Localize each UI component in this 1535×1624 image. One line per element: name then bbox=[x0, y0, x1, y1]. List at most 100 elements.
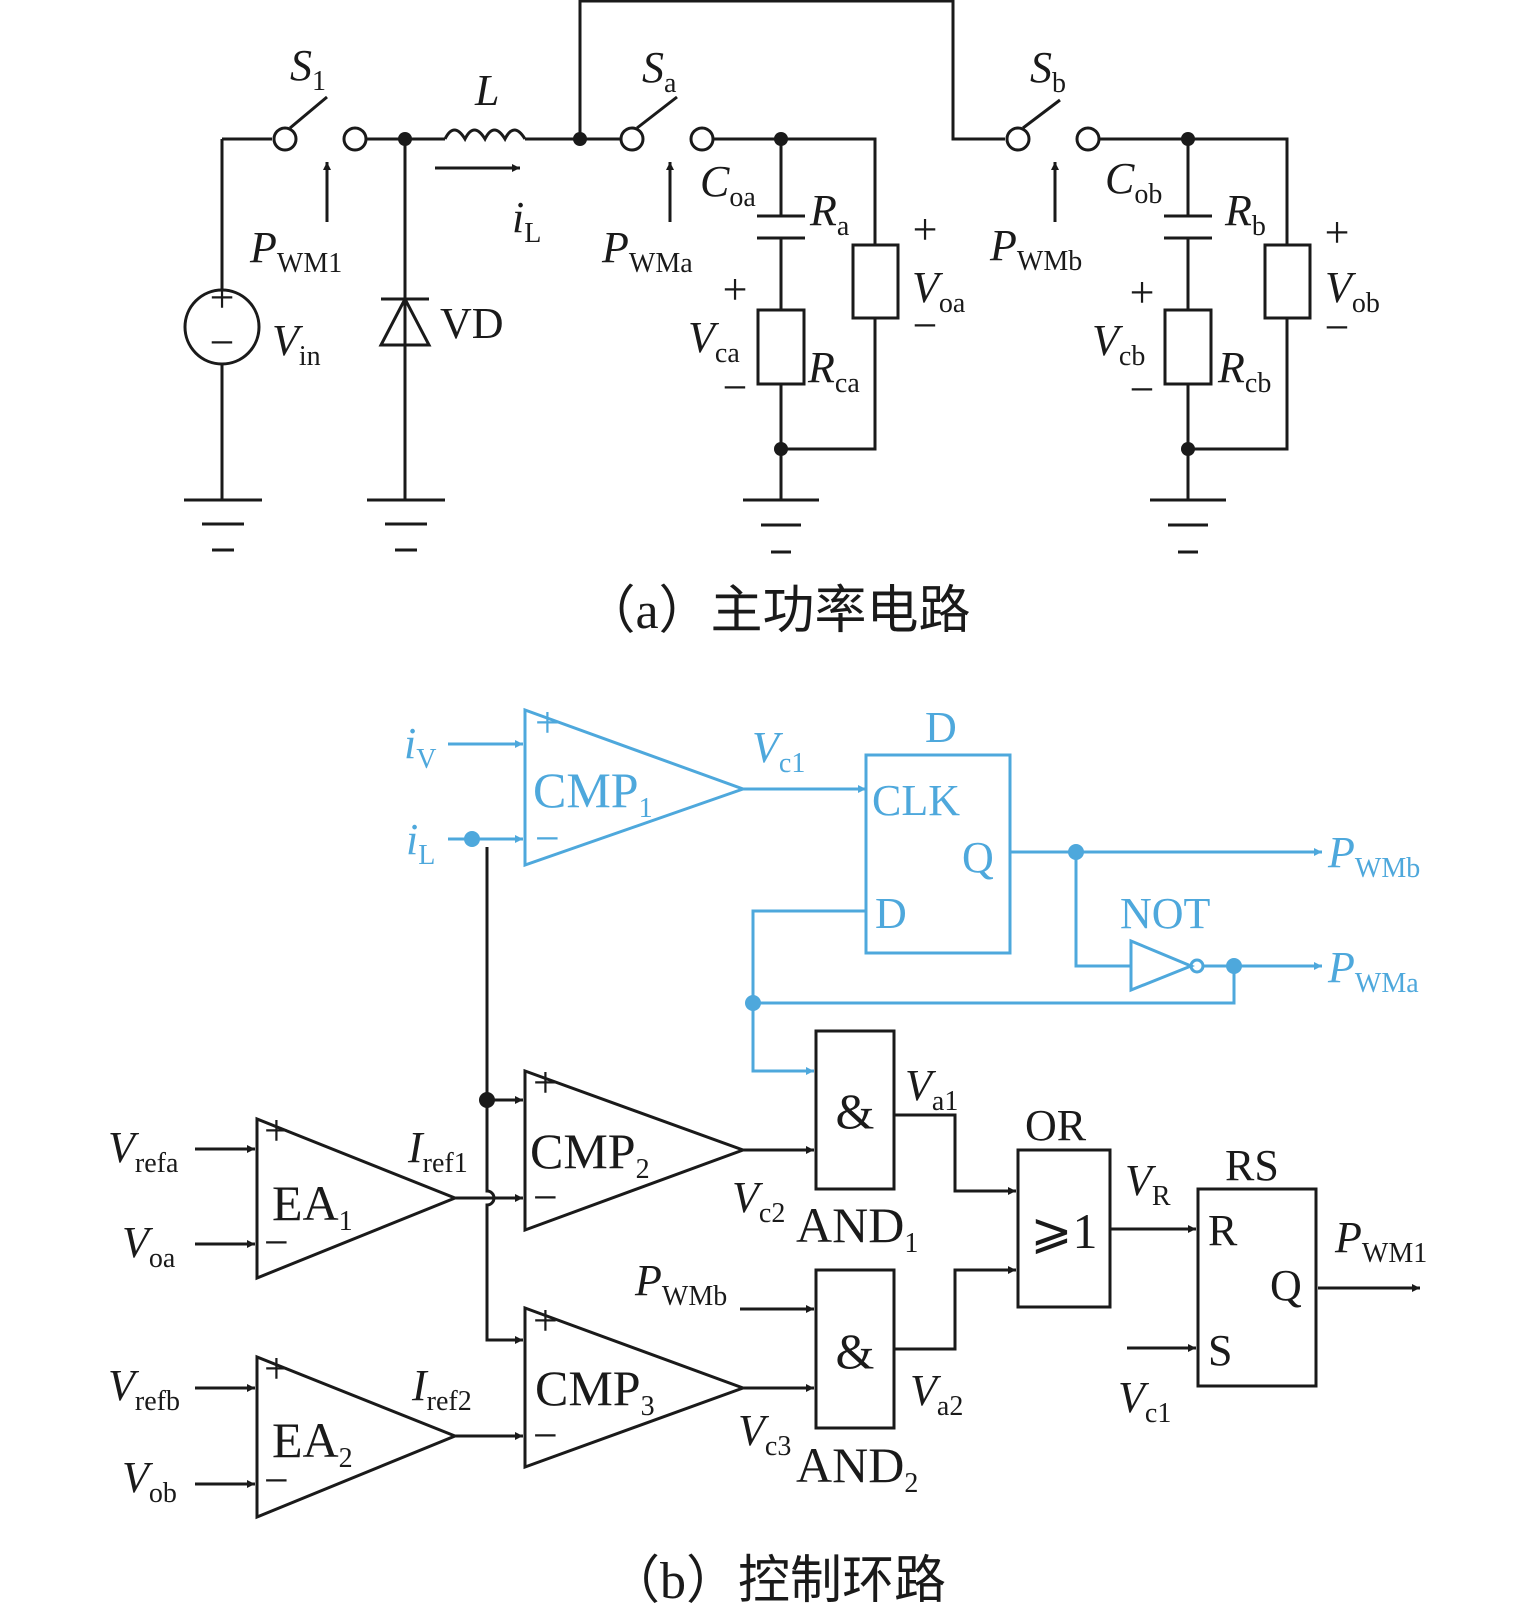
vcb-minus: − bbox=[1130, 365, 1155, 414]
label-il: iL bbox=[512, 193, 541, 249]
switch-sb-terminal bbox=[1005, 126, 1031, 152]
label-cmp1: CMP1 bbox=[533, 762, 653, 824]
label-vd: VD bbox=[440, 299, 504, 348]
rs-r-pin: R bbox=[1208, 1206, 1238, 1255]
wire bbox=[1164, 139, 1212, 500]
control-loop: + − CMP1 iV iL Vc1 D CLK Q D NOT PWMb PW… bbox=[108, 698, 1427, 1520]
comparator-cmp1 bbox=[523, 707, 748, 868]
rs-flip-flop bbox=[1196, 1187, 1318, 1388]
switch-sa-terminal bbox=[689, 126, 715, 152]
voa-plus: + bbox=[913, 205, 938, 254]
vcb-plus: + bbox=[1130, 268, 1155, 317]
power-circuit: + − Vin S1 PWM1 VD L iL bbox=[183, 0, 1380, 554]
label-ea2: EA2 bbox=[272, 1412, 353, 1474]
switch-sb-blade bbox=[1022, 98, 1061, 130]
resistor-rcb-icon bbox=[1163, 308, 1213, 386]
label-vc3: Vc3 bbox=[738, 1406, 791, 1462]
label-coa: Coa bbox=[700, 157, 756, 213]
label-voa: Voa bbox=[912, 263, 966, 319]
resistor-rca-icon bbox=[756, 308, 806, 386]
voltage-source-icon bbox=[183, 288, 261, 366]
label-rcb: Rcb bbox=[1217, 343, 1271, 399]
wire bbox=[713, 137, 877, 451]
ground-icon bbox=[184, 498, 262, 552]
label-vrefa: Vrefa bbox=[108, 1123, 179, 1179]
switch-sb-terminal bbox=[1075, 126, 1101, 152]
label-vob: Vob bbox=[1325, 263, 1380, 319]
and2-symbol: & bbox=[836, 1323, 875, 1379]
ea2-minus: − bbox=[264, 1456, 289, 1505]
label-pwma: PWMa bbox=[601, 223, 693, 279]
label-vob-input: Vob bbox=[122, 1453, 177, 1509]
switch-sa-terminal bbox=[619, 126, 645, 152]
vob-minus: − bbox=[1325, 303, 1350, 352]
label-rs: RS bbox=[1225, 1141, 1279, 1190]
dff-title: D bbox=[925, 703, 957, 752]
label-il-input: iL bbox=[406, 815, 435, 871]
label-and2: AND2 bbox=[796, 1437, 918, 1499]
cmp2-plus: + bbox=[533, 1058, 558, 1107]
dff-d-pin: D bbox=[875, 889, 907, 938]
ea2-plus: + bbox=[264, 1344, 289, 1393]
label-cmp3: CMP3 bbox=[535, 1360, 655, 1422]
label-pwm1-output: PWM1 bbox=[1334, 1213, 1427, 1269]
label-ea1: EA1 bbox=[272, 1175, 353, 1237]
label-not: NOT bbox=[1120, 889, 1211, 938]
label-vcb: Vcb bbox=[1092, 316, 1145, 372]
label-ra: Ra bbox=[809, 186, 850, 242]
label-vrefb: Vrefb bbox=[108, 1361, 180, 1417]
and-gate-and1 bbox=[814, 1029, 896, 1191]
source-minus: − bbox=[210, 318, 235, 367]
label-vc1: Vc1 bbox=[752, 723, 805, 779]
ground-icon bbox=[743, 498, 819, 554]
label-pwma-output: PWMa bbox=[1327, 943, 1419, 999]
label-pwmb: PWMb bbox=[989, 221, 1082, 277]
label-vr: VR bbox=[1125, 1156, 1171, 1212]
wire-va2 bbox=[894, 1266, 1016, 1351]
label-va1: Va1 bbox=[905, 1061, 958, 1117]
ground-icon bbox=[1150, 498, 1226, 554]
label-voa-input: Voa bbox=[122, 1218, 176, 1274]
label-pwmb-output: PWMb bbox=[1327, 828, 1420, 884]
label-and1: AND1 bbox=[796, 1197, 918, 1259]
not-gate-icon bbox=[1129, 938, 1195, 993]
dff-q-pin: Q bbox=[962, 833, 994, 882]
ground-icon bbox=[367, 498, 445, 552]
label-pwmb-input: PWMb bbox=[634, 1256, 727, 1312]
cmp3-minus: − bbox=[533, 1411, 558, 1460]
wire bbox=[366, 137, 407, 500]
caption-control-loop: （b）控制环路 bbox=[608, 1553, 946, 1610]
rs-s-pin: S bbox=[1208, 1326, 1232, 1375]
caption-power-circuit: （a）主功率电路 bbox=[583, 583, 970, 640]
label-sb: Sb bbox=[1030, 43, 1066, 99]
and1-symbol: & bbox=[836, 1083, 875, 1139]
wire bbox=[1074, 852, 1131, 968]
error-amp-ea1 bbox=[255, 1116, 460, 1281]
dff-clk-pin: CLK bbox=[872, 776, 960, 825]
label-va2: Va2 bbox=[910, 1366, 963, 1422]
cmp3-plus: + bbox=[533, 1296, 558, 1345]
label-vca: Vca bbox=[688, 313, 740, 369]
rs-q-pin: Q bbox=[1270, 1261, 1302, 1310]
vob-plus: + bbox=[1325, 208, 1350, 257]
comparator-cmp2 bbox=[523, 1068, 748, 1233]
switch-s1-terminal bbox=[342, 126, 368, 152]
wire-va1 bbox=[894, 1113, 1016, 1195]
cmp1-minus: − bbox=[535, 814, 560, 863]
d-flip-flop bbox=[864, 753, 1012, 955]
resistor-ra-icon bbox=[851, 243, 900, 320]
inductor-icon bbox=[443, 128, 527, 143]
label-rb: Rb bbox=[1224, 186, 1266, 242]
wire-to-sb bbox=[578, 0, 1005, 141]
label-s1: S1 bbox=[290, 41, 326, 97]
wire bbox=[1099, 137, 1289, 451]
label-rca: Rca bbox=[807, 343, 860, 399]
switch-sa-blade bbox=[636, 95, 678, 130]
label-cmp2: CMP2 bbox=[530, 1123, 650, 1185]
cmp1-plus: + bbox=[535, 698, 560, 747]
label-or: OR bbox=[1025, 1101, 1087, 1150]
cmp2-minus: − bbox=[533, 1173, 558, 1222]
junction-dot bbox=[1181, 442, 1195, 456]
label-iref1: Iref1 bbox=[407, 1123, 468, 1179]
